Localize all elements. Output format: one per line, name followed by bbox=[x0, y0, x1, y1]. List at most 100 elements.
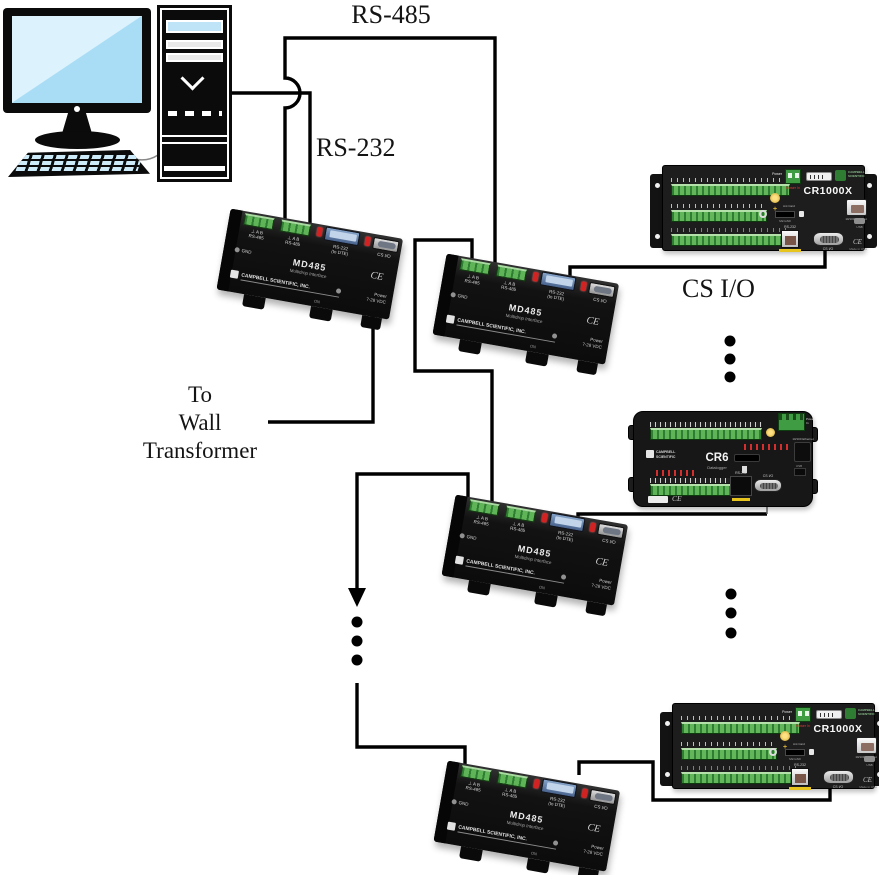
label-rs232: RS-232 bbox=[316, 133, 396, 162]
monitor-logo-dot bbox=[74, 106, 80, 112]
led-indicator bbox=[580, 281, 587, 292]
tower-chevron-icon bbox=[180, 66, 205, 91]
ce-mark: CE bbox=[672, 494, 682, 503]
continuation-dots-right-top bbox=[724, 335, 736, 383]
terminal-strip-2 bbox=[671, 204, 767, 223]
cs-io-label: CS I/O bbox=[832, 785, 844, 789]
rs232-pins bbox=[795, 774, 806, 783]
ethernet-port bbox=[846, 199, 867, 216]
power-pin bbox=[798, 711, 802, 716]
cr1000x-datalogger-1: + Power Power In CAMPBELL SCIENTIFIC CR1… bbox=[650, 165, 877, 257]
rs232-label: RS-232 bbox=[735, 471, 747, 475]
terminal-teeth bbox=[671, 184, 790, 196]
terminal-strip-1 bbox=[681, 716, 800, 735]
mount-flange bbox=[576, 359, 598, 376]
power-label: Power bbox=[772, 172, 782, 176]
db9-pins bbox=[545, 275, 574, 287]
led-indicator bbox=[541, 512, 548, 523]
ant-card-labels: Ant Card bbox=[793, 742, 805, 746]
barcode-sticker bbox=[816, 710, 842, 719]
rs232-pins bbox=[785, 236, 796, 245]
campbell-logo-icon bbox=[229, 269, 240, 279]
terminal-teeth bbox=[671, 210, 767, 222]
terminal-teeth bbox=[671, 234, 790, 246]
mount-hole bbox=[655, 234, 660, 239]
mount-flange bbox=[308, 305, 333, 322]
on-label: ON bbox=[530, 850, 538, 857]
mount-hole bbox=[877, 721, 879, 726]
terminal-teeth bbox=[681, 748, 777, 760]
rs232-port bbox=[791, 768, 809, 786]
led-indicator bbox=[316, 226, 323, 237]
mount-flange bbox=[360, 314, 382, 331]
rs232-tag bbox=[732, 498, 750, 501]
db9-pins bbox=[760, 483, 778, 489]
sd-button bbox=[742, 466, 747, 473]
power-label: Power In bbox=[806, 417, 815, 425]
power-in-label: Power In bbox=[796, 724, 810, 728]
campbell-logo-icon bbox=[646, 450, 654, 458]
model-name: CR1000X bbox=[803, 185, 853, 197]
ce-mark: CE bbox=[586, 821, 602, 835]
mount-flange-right bbox=[862, 174, 877, 248]
usb-label: USB bbox=[795, 464, 803, 468]
usb-label: USB bbox=[866, 763, 873, 767]
mount-flange bbox=[525, 857, 550, 874]
usb-label: USB bbox=[856, 225, 863, 229]
power-connector bbox=[795, 707, 811, 722]
cr1000x-body: + Power Power In CAMPBELL SCIENTIFIC CR1… bbox=[662, 165, 867, 252]
brand-text: CAMPBELL SCIENTIFIC bbox=[848, 170, 865, 178]
power-label: Power bbox=[782, 710, 792, 714]
cr6-terminal-strip-bottom bbox=[650, 478, 746, 496]
tower-drive-bay-1 bbox=[166, 40, 223, 49]
wiring-ticks bbox=[681, 742, 777, 746]
tower-divider-2 bbox=[161, 142, 228, 144]
mount-hole bbox=[867, 183, 872, 188]
antenna-connector bbox=[770, 193, 780, 203]
campbell-logo-icon bbox=[845, 708, 856, 719]
microsd-slot bbox=[775, 211, 795, 218]
wiring-ticks bbox=[671, 178, 790, 182]
power-pin bbox=[788, 173, 792, 178]
made-in-label: Made in USA bbox=[849, 247, 867, 251]
usb-port bbox=[794, 468, 806, 476]
db9-pins bbox=[377, 240, 397, 250]
ce-mark: CE bbox=[853, 238, 862, 246]
rs232-tag bbox=[789, 787, 811, 790]
terminal-strip-1 bbox=[671, 178, 790, 197]
brand-text: CAMPBELL SCIENTIFIC bbox=[858, 708, 875, 716]
monitor-screen bbox=[12, 16, 142, 103]
cr6-datalogger: Power In 10/100 Ethernet CAMPBELL SCIENT… bbox=[628, 409, 818, 511]
label-rs485-bus: RS-485 bbox=[351, 0, 431, 29]
wiring-ticks bbox=[671, 228, 790, 232]
mount-hole bbox=[665, 721, 670, 726]
model-subtitle: Datalogger bbox=[707, 465, 727, 470]
wire-rs485-chain-2 bbox=[413, 238, 494, 520]
ethernet-pins bbox=[851, 205, 864, 213]
rs232-port bbox=[730, 476, 752, 496]
model-name: CR6 bbox=[705, 452, 729, 464]
usb-port bbox=[854, 218, 865, 224]
ant-card-labels: Ant Card bbox=[783, 204, 795, 208]
mount-hole bbox=[877, 772, 879, 777]
cs-io-port bbox=[823, 770, 854, 784]
eject-button bbox=[809, 749, 814, 755]
cr1000x-datalogger-2: + Power Power In CAMPBELL SCIENTIFIC CR1… bbox=[660, 703, 879, 795]
led-indicator bbox=[533, 778, 540, 789]
model-name: CR1000X bbox=[813, 723, 863, 735]
campbell-logo-icon bbox=[454, 555, 465, 565]
terminal-teeth bbox=[681, 772, 800, 784]
led-indicator bbox=[581, 788, 588, 799]
arrowhead-down-icon bbox=[348, 588, 366, 607]
db9-pins bbox=[830, 774, 849, 781]
db9-pins bbox=[602, 526, 622, 536]
terminal-pins bbox=[650, 422, 762, 427]
ethernet-port bbox=[794, 442, 811, 462]
campbell-logo-icon bbox=[835, 170, 846, 181]
power-connector bbox=[785, 169, 801, 184]
status-leds bbox=[744, 444, 788, 450]
led-indicator bbox=[589, 522, 596, 533]
cr6-terminal-strip-top bbox=[650, 422, 762, 441]
